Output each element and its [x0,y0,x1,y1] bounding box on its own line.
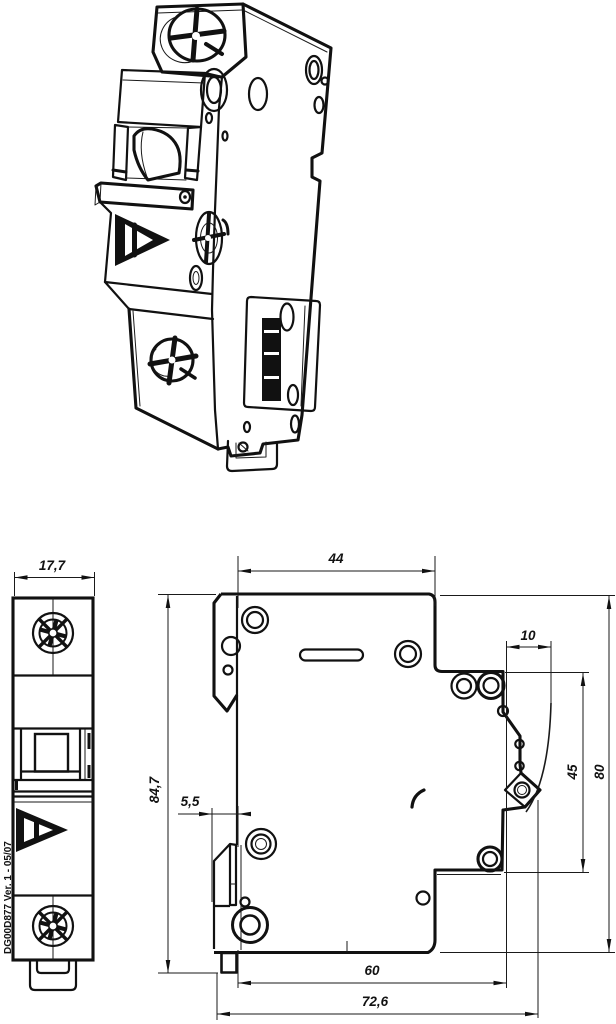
dim-hook-width: 10 [506,628,552,988]
hook-diamond [503,771,542,809]
dim-rail-depth: 5,5 [178,794,251,902]
dim-side-height: 80 [440,595,615,953]
dim-hook-height-label: 45 [565,764,580,781]
dim-hook-width-label: 10 [520,628,536,643]
front-bottom-screw [31,904,75,948]
front-view: 17,7 DG00D877 Ver. 1 - 05/07 [3,558,95,992]
dim-hook-height: 45 [504,672,589,873]
dim-rail-depth-label: 5,5 [181,794,200,809]
dim-side-height-label: 80 [592,764,607,780]
dim-bottom-width: 60 72,6 [216,800,539,1020]
front-top-screw [31,611,75,655]
dim-top-width: 44 [237,551,436,608]
dim-overall-height-label: 84,7 [147,775,162,803]
front-triangle-mark [16,808,68,852]
dim-front-width: 17,7 [14,558,95,596]
dim-top-width-label: 44 [327,551,344,566]
dim-bottom-width-label: 60 [364,963,380,978]
dim-overall-height: 84,7 [147,594,218,974]
doc-number-label: DG00D877 Ver. 1 - 05/07 [3,841,14,954]
dim-overall-width-label: 72,6 [362,994,389,1009]
dim-front-width-label: 17,7 [39,558,67,573]
side-view: 44 10 84,7 5,5 45 80 [147,551,615,1020]
isometric-view [94,2,333,473]
